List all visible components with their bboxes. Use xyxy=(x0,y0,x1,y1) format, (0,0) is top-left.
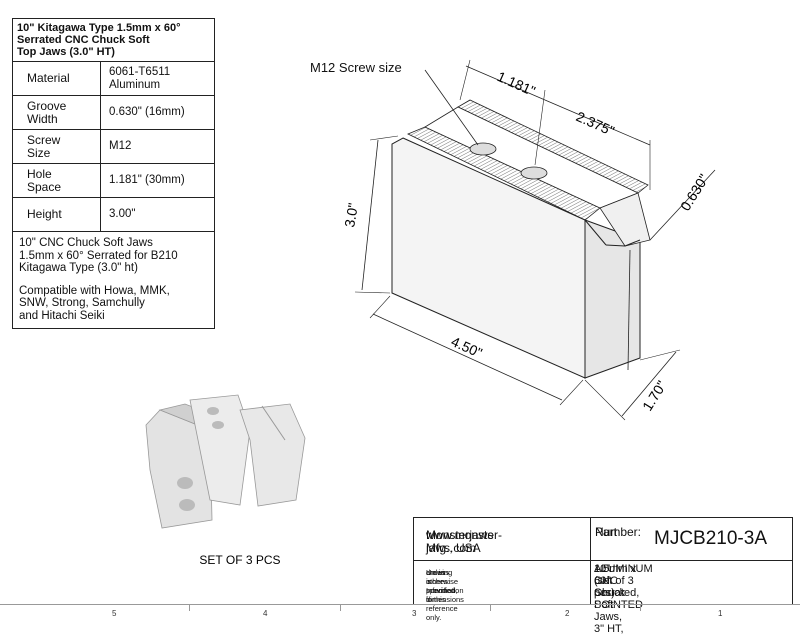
desc-line: 10" CNC Chuck Soft Jaws xyxy=(19,237,153,249)
set-label: SET OF 3 PCS xyxy=(199,553,280,567)
spec-row-height: Height 3.00" xyxy=(13,197,214,232)
desc-line: SNW, Strong, Samchully xyxy=(19,297,145,309)
zone-label: 2 xyxy=(565,609,570,618)
spec-value: M12 xyxy=(100,129,214,164)
spec-value-text: 6061-T6511 xyxy=(109,65,171,78)
desc-line: Kitagawa Type (3.0" ht) xyxy=(19,262,138,274)
screw-leader xyxy=(424,69,479,146)
spec-key-text: Height xyxy=(27,207,62,221)
disclaimer-line: Unless otherwise specified, dimensions xyxy=(426,568,464,604)
spec-value-text: 3.00" xyxy=(109,208,136,220)
spec-key-text: Size xyxy=(27,145,51,160)
spec-key: Height xyxy=(13,197,101,232)
jaw-set-thumbnail xyxy=(145,394,306,529)
screw-size-label: M12 Screw size xyxy=(310,60,402,75)
spec-value: 0.630" (16mm) xyxy=(100,95,214,130)
spec-value-text: 1.181" (30mm) xyxy=(109,174,185,186)
spec-description: 10" CNC Chuck Soft Jaws 1.5mm x 60° Serr… xyxy=(13,232,214,328)
dim-line-170 xyxy=(621,351,677,417)
spec-title-line: Top Jaws (3.0" HT) xyxy=(17,46,115,58)
dim-line-450 xyxy=(372,313,563,401)
part-label: Number: xyxy=(595,525,642,539)
company-url: www.monster-jaws.com xyxy=(426,528,503,555)
disclaimer-line: drawing is provided for reference only. xyxy=(426,568,458,622)
dim-line-30 xyxy=(361,139,379,291)
spec-key-text: Space xyxy=(27,179,62,194)
part-description-line: ALUMINUM (set of 3 pcs) xyxy=(594,563,653,599)
zone-label: 3 xyxy=(412,609,417,618)
screw-hole xyxy=(469,142,497,156)
company-name: Monsterjaws Mfg., USA xyxy=(426,528,494,555)
disclaimer-line: are in inches. Information in this xyxy=(426,568,464,604)
spec-key: Material xyxy=(13,62,101,96)
spec-key-text: Width xyxy=(27,111,58,126)
spec-value: 1.181" (30mm) xyxy=(100,163,214,198)
zone-label: 1 xyxy=(718,609,723,618)
part-description-line: 1.5mm x 60° Serrated, POINTED xyxy=(594,563,643,611)
spec-title-line: 10" Kitagawa Type 1.5mm x 60° xyxy=(17,22,181,34)
part-number: MJCB210-3A xyxy=(654,528,767,549)
dim-line-1181 xyxy=(465,65,546,101)
zone-label: 4 xyxy=(263,609,268,618)
spec-value: 3.00" xyxy=(100,197,214,232)
dim-line-0630 xyxy=(649,169,716,241)
spec-value-text: Aluminum xyxy=(109,78,161,91)
dim-1181: 1.181" xyxy=(495,68,538,99)
spec-title: 10" Kitagawa Type 1.5mm x 60° Serrated C… xyxy=(13,19,214,62)
zone-ruler: 5 4 3 2 1 xyxy=(0,604,800,625)
screw-hole xyxy=(520,166,548,180)
desc-line: Compatible with Howa, MMK, xyxy=(19,284,170,297)
part-label: Part xyxy=(595,525,618,539)
dim-30: 3.0" xyxy=(341,202,361,229)
zone-label: 5 xyxy=(112,609,117,618)
spec-value-text: 0.630" (16mm) xyxy=(109,106,185,118)
dim-170: 1.70" xyxy=(639,378,670,414)
spec-key-text: Screw xyxy=(27,132,61,147)
spec-table: 10" Kitagawa Type 1.5mm x 60° Serrated C… xyxy=(12,18,215,329)
title-block: www.monster-jaws.com Monsterjaws Mfg., U… xyxy=(413,517,793,635)
spec-key-text: Hole xyxy=(27,166,52,181)
dim-line-2375 xyxy=(544,99,651,146)
desc-line: and Hitachi Seiki xyxy=(19,309,105,322)
desc-line: 1.5mm x 60° Serrated for B210 xyxy=(19,249,178,262)
spec-key-text: Material xyxy=(27,71,70,85)
jaw-front-face xyxy=(391,137,586,379)
dim-0630: 0.630" xyxy=(677,171,712,213)
spec-key-text: Groove xyxy=(27,98,67,113)
spec-value-text: M12 xyxy=(109,140,132,152)
spec-title-line: Serrated CNC Chuck Soft xyxy=(17,34,150,46)
dim-2375: 2.375" xyxy=(574,108,617,139)
